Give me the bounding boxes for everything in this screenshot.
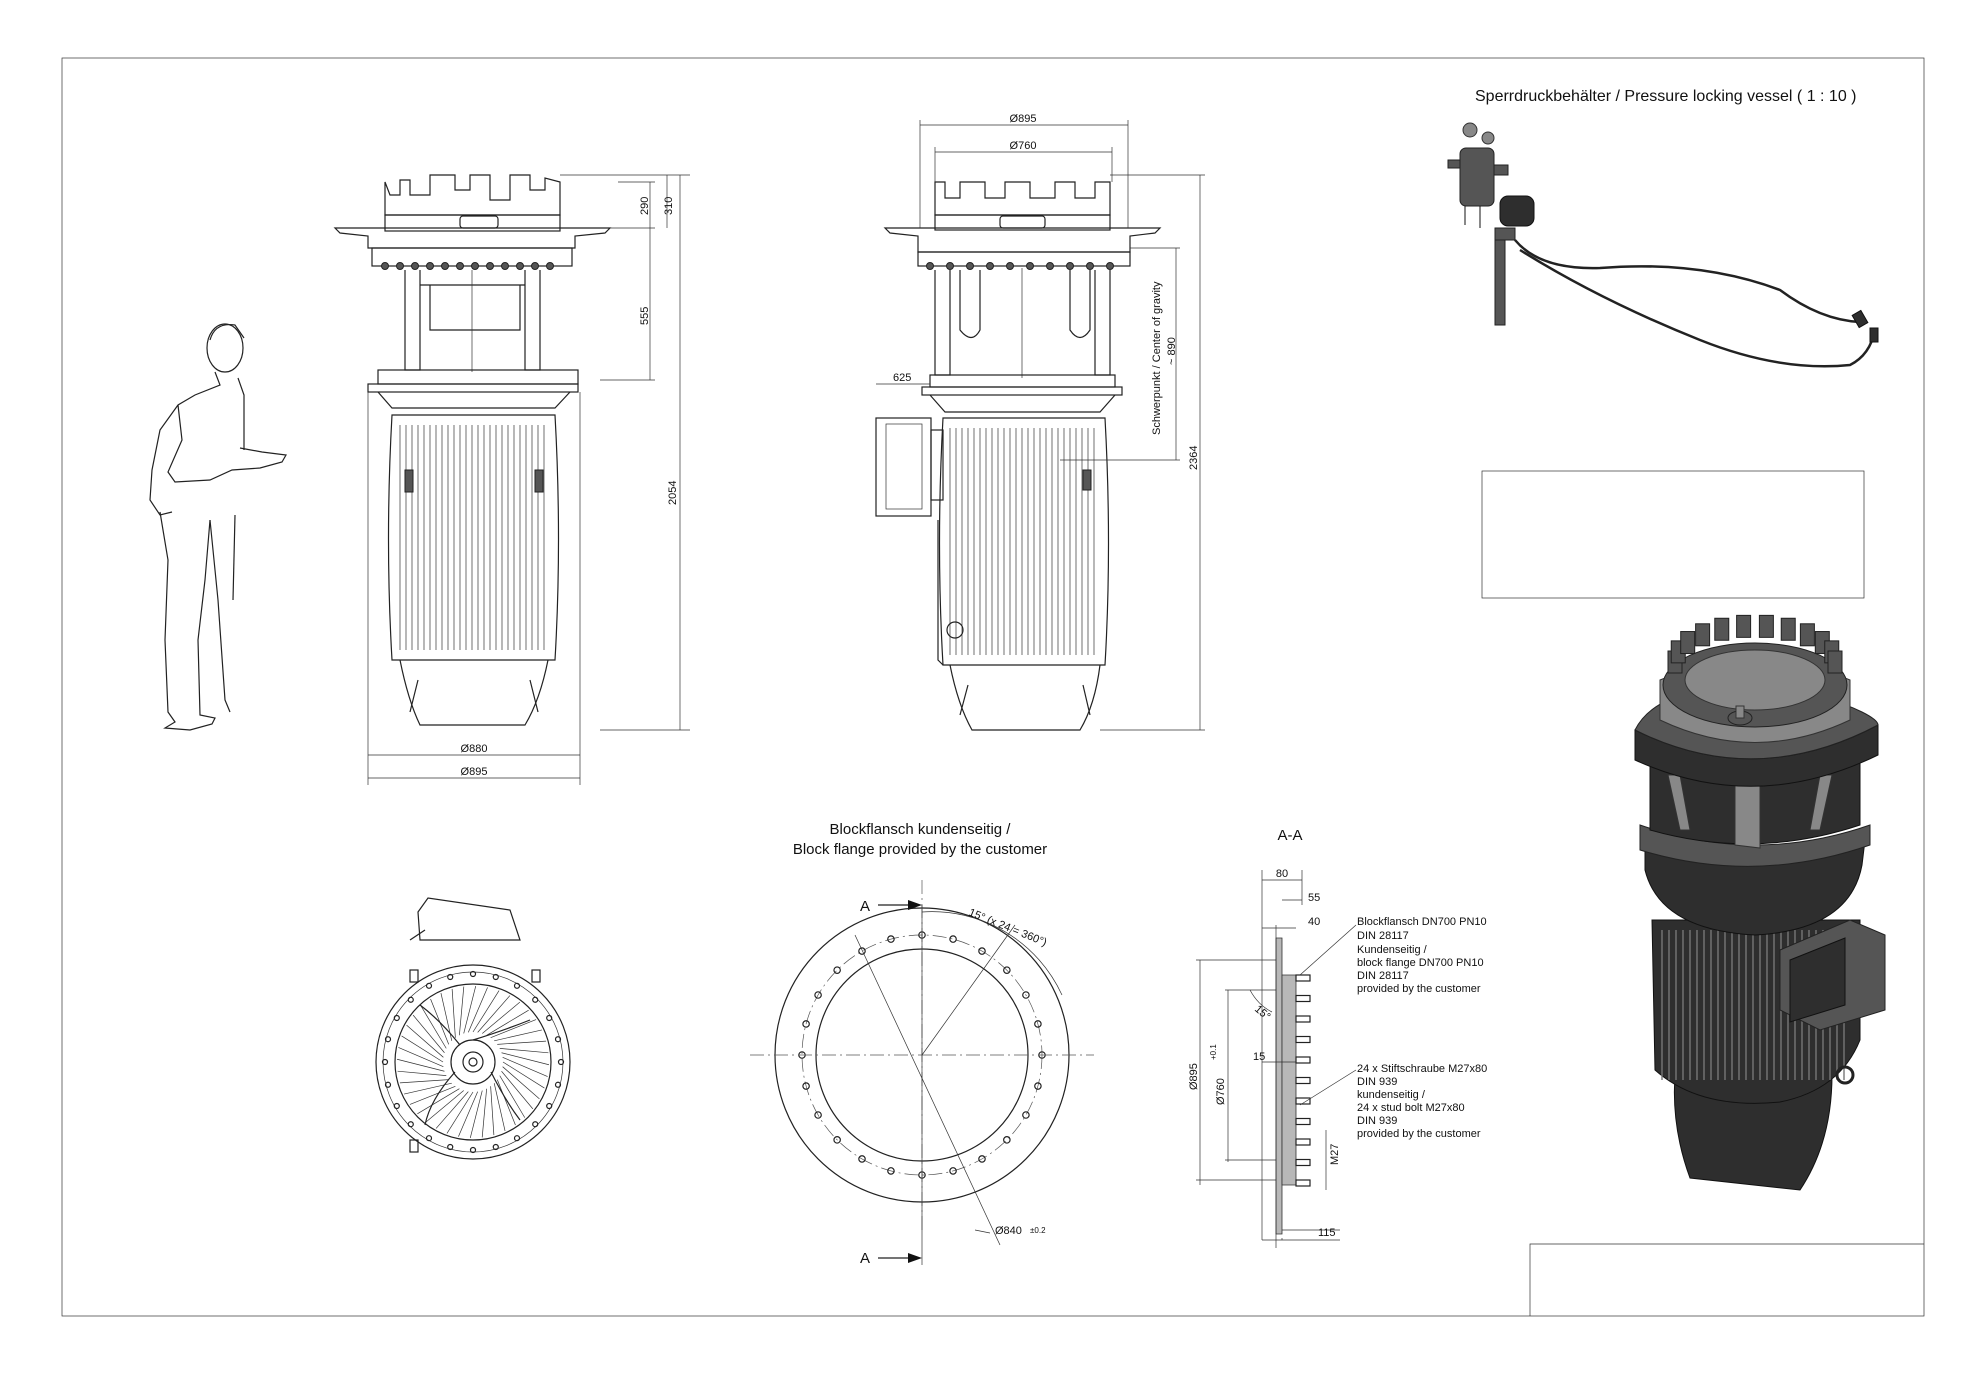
pump-3d-render: [1634, 614, 1886, 1191]
note-bolts-line: 24 x Stiftschraube M27x80: [1357, 1063, 1487, 1075]
note-bolts-line: kundenseitig /: [1357, 1089, 1426, 1101]
sec-dim-d895: Ø895: [1188, 1063, 1200, 1090]
top-view-bolt-circle: [381, 970, 565, 1154]
note-flange-line: Kundenseitig /: [1357, 944, 1428, 956]
note-flange: Blockflansch DN700 PN10 DIN 28117 Kunden…: [1357, 916, 1487, 995]
sec-dim-d760: Ø760: [1215, 1078, 1227, 1105]
cog-label: Schwerpunkt / Center of gravity: [1151, 281, 1163, 435]
note-flange-line: DIN 28117: [1357, 930, 1409, 942]
note-bolts-line: 24 x stud bolt M27x80: [1357, 1102, 1465, 1114]
pressure-vessel-illustration: [1447, 122, 1879, 368]
front-dim-h2364: 2364: [1188, 446, 1200, 470]
section-title: A-A: [1277, 827, 1302, 844]
note-flange-line: block flange DN700 PN10: [1357, 957, 1484, 969]
sec-dim-40: 40: [1308, 916, 1320, 928]
note-flange-line: Blockflansch DN700 PN10: [1357, 916, 1487, 928]
note-bolts: 24 x Stiftschraube M27x80 DIN 939 kunden…: [1357, 1063, 1487, 1140]
sec-dim-angle15: 15°: [1252, 1003, 1272, 1023]
section-mark-top: A: [860, 898, 870, 915]
side-dim-d895: Ø895: [461, 766, 488, 778]
render-top-teeth: [1667, 614, 1843, 674]
flange-bolt-circle: Ø840: [995, 1225, 1022, 1237]
note-bolts-line: DIN 939: [1357, 1115, 1397, 1127]
side-dim-h310: 310: [663, 197, 675, 215]
side-dim-h290: 290: [639, 197, 651, 215]
flange-drawing: [750, 880, 1094, 1265]
flange-angle-note: 15° (x 24 = 360°): [967, 907, 1049, 949]
note-flange-line: provided by the customer: [1357, 983, 1481, 995]
side-dim-h555: 555: [639, 307, 651, 325]
front-view-drawing: [875, 120, 1205, 731]
top-view-drawing: [375, 897, 571, 1160]
title-block-corner: [1529, 1243, 1924, 1316]
front-motor-ribs: [949, 428, 1095, 655]
front-dim-d760: Ø760: [1010, 140, 1037, 152]
front-flange-bolts: [926, 262, 1114, 270]
cog-value: ~ 890: [1166, 337, 1178, 365]
human-figure: [149, 323, 287, 731]
section-aa-drawing: [1196, 870, 1357, 1248]
section-mark-bottom: A: [860, 1250, 870, 1267]
side-dim-h2054: 2054: [667, 481, 679, 505]
sec-dim-80: 80: [1276, 868, 1288, 880]
stud-bolts: [1295, 974, 1311, 1187]
side-dim-d880: Ø880: [461, 743, 488, 755]
sec-dim-15: 15: [1253, 1051, 1265, 1063]
front-dim-w625: 625: [893, 372, 911, 384]
note-flange-line: DIN 28117: [1357, 970, 1409, 982]
side-view-drawing: [333, 174, 690, 785]
empty-info-box: [1481, 470, 1865, 599]
flange-bolts-row: [381, 262, 554, 270]
sheet-border: [61, 57, 1925, 1317]
flange-bolt-circle-tol: ±0.2: [1030, 1226, 1046, 1235]
vessel-title: Sperrdruckbehälter / Pressure locking ve…: [1475, 88, 1857, 105]
flange-title-1: Blockflansch kundenseitig /: [830, 821, 1012, 838]
note-bolts-line: DIN 939: [1357, 1076, 1397, 1088]
sec-dim-55: 55: [1308, 892, 1320, 904]
motor-ribs: [399, 425, 545, 650]
front-dim-d895: Ø895: [1010, 113, 1037, 125]
sec-dim-115: 115: [1318, 1227, 1336, 1239]
sec-dim-m27: M27: [1329, 1144, 1341, 1165]
note-bolts-line: provided by the customer: [1357, 1128, 1481, 1140]
impeller-vanes: [396, 985, 550, 1139]
flange-title-2: Block flange provided by the customer: [793, 841, 1047, 858]
sec-dim-d760-tol: +0.1: [1209, 1044, 1218, 1060]
